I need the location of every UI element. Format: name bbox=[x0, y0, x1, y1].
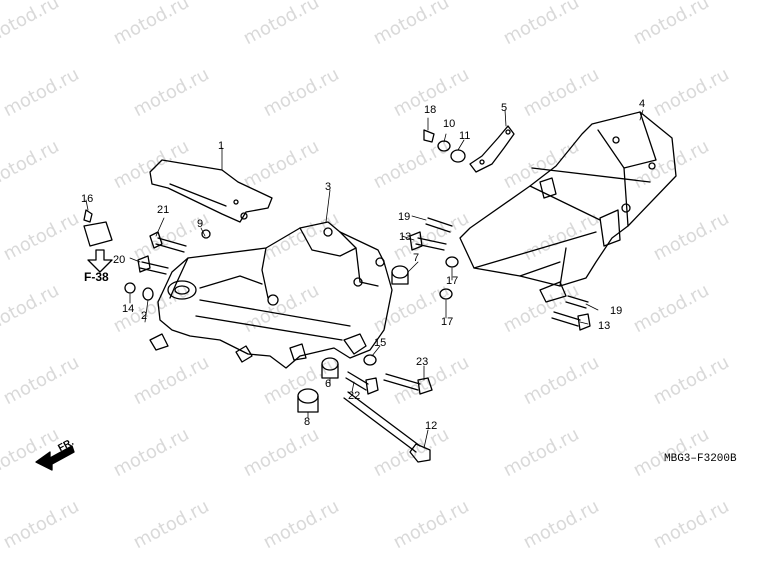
bolt-parts bbox=[137, 217, 591, 395]
part-callout-18: 18 bbox=[424, 104, 437, 116]
part-callout-22: 22 bbox=[348, 390, 361, 402]
reference-arrow bbox=[87, 249, 113, 273]
reference-label: F-38 bbox=[84, 270, 109, 284]
part-callout-17: 17 bbox=[446, 275, 459, 287]
part-callout-2: 2 bbox=[141, 310, 148, 322]
stay-part bbox=[469, 125, 515, 173]
rear-subframe-part bbox=[459, 111, 677, 303]
part-callout-7: 7 bbox=[413, 252, 420, 264]
part-callout-19: 19 bbox=[398, 211, 411, 223]
part-callout-3: 3 bbox=[325, 181, 332, 193]
part-callout-15: 15 bbox=[374, 337, 387, 349]
leader-lines bbox=[85, 109, 644, 449]
part-callout-5: 5 bbox=[501, 102, 508, 114]
part-callout-8: 8 bbox=[304, 416, 311, 428]
part-callout-9: 9 bbox=[197, 218, 204, 230]
part-callout-13: 13 bbox=[399, 231, 412, 243]
part-callout-1: 1 bbox=[218, 140, 225, 152]
part-callout-14: 14 bbox=[122, 303, 135, 315]
part-callout-10: 10 bbox=[443, 118, 456, 130]
part-callout-13: 13 bbox=[598, 320, 611, 332]
bracket-plate-part bbox=[149, 159, 273, 223]
part-callout-21: 21 bbox=[157, 204, 170, 216]
part-callout-4: 4 bbox=[639, 98, 646, 110]
part-callout-23: 23 bbox=[416, 356, 429, 368]
part-callout-16: 16 bbox=[81, 193, 94, 205]
part-callout-19: 19 bbox=[610, 305, 623, 317]
front-arrow bbox=[35, 445, 75, 471]
main-frame-part bbox=[149, 221, 393, 369]
part-callout-20: 20 bbox=[113, 254, 126, 266]
part-callout-11: 11 bbox=[459, 130, 471, 142]
diagram-code: MBG3–F3200B bbox=[664, 453, 737, 465]
part-callout-12: 12 bbox=[425, 420, 438, 432]
part-callout-6: 6 bbox=[325, 378, 332, 390]
part-callout-17: 17 bbox=[441, 316, 454, 328]
long-bolt-part bbox=[343, 391, 431, 463]
